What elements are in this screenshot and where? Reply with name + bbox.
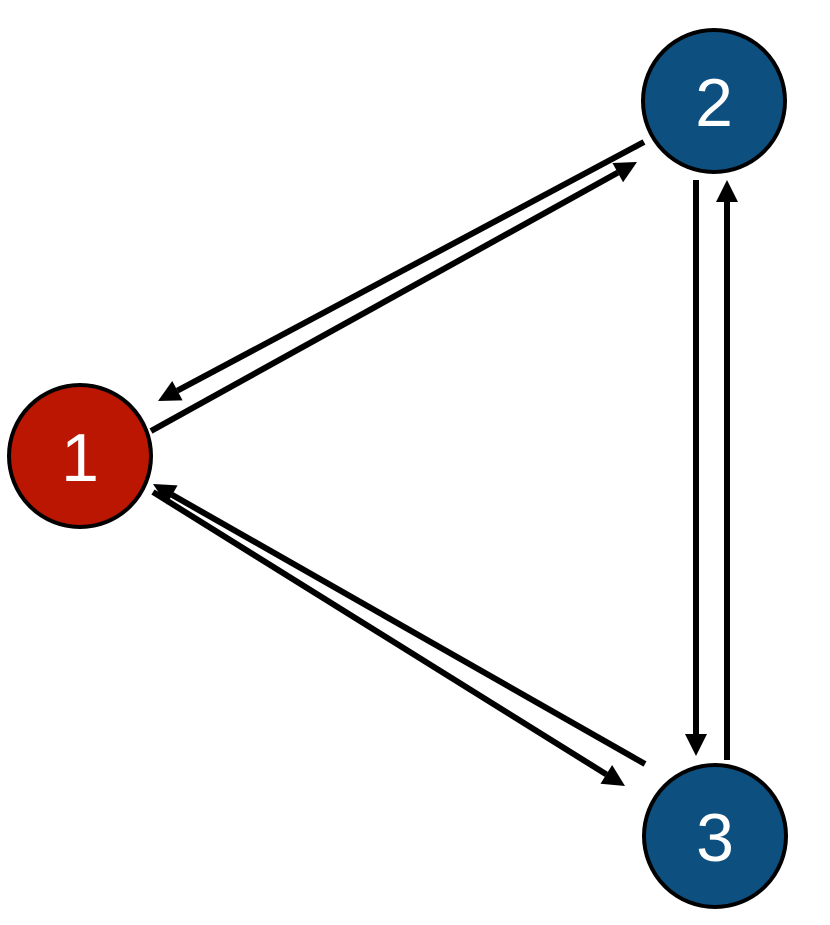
node-2-circle[interactable] (641, 28, 787, 174)
edge-3-to-1-arrowhead-icon (153, 484, 178, 505)
edge-3-to-1-shaft (170, 492, 647, 767)
edge-3-to-2-arrowhead-icon (716, 180, 738, 202)
edge-2-to-3-arrowhead-icon (685, 734, 707, 756)
node-2-label: 2 (695, 65, 733, 141)
edge-1-to-2-shaft (149, 170, 620, 434)
edge-1-to-3[interactable] (151, 489, 625, 786)
edge-2-to-1-shaft (176, 139, 646, 394)
node-2[interactable]: 2 (641, 28, 787, 174)
node-1[interactable]: 1 (7, 383, 153, 529)
node-1-label: 1 (61, 420, 99, 496)
node-3-circle[interactable] (642, 763, 788, 909)
edge-2-to-1-arrowhead-icon (158, 380, 183, 401)
edge-1-to-3-shaft (151, 489, 608, 777)
edge-1-to-3-arrowhead-icon (600, 765, 625, 786)
edge-layer (149, 139, 738, 786)
edge-2-to-1[interactable] (158, 139, 646, 401)
edge-3-to-1[interactable] (153, 484, 647, 767)
edge-2-to-3[interactable] (685, 180, 707, 756)
edge-1-to-2[interactable] (149, 162, 637, 434)
edge-3-to-2[interactable] (716, 180, 738, 760)
node-3[interactable]: 3 (642, 763, 788, 909)
node-1-circle[interactable] (7, 383, 153, 529)
node-3-label: 3 (696, 800, 734, 876)
node-layer: 1 2 3 (7, 28, 788, 909)
edge-1-to-2-arrowhead-icon (612, 162, 637, 183)
